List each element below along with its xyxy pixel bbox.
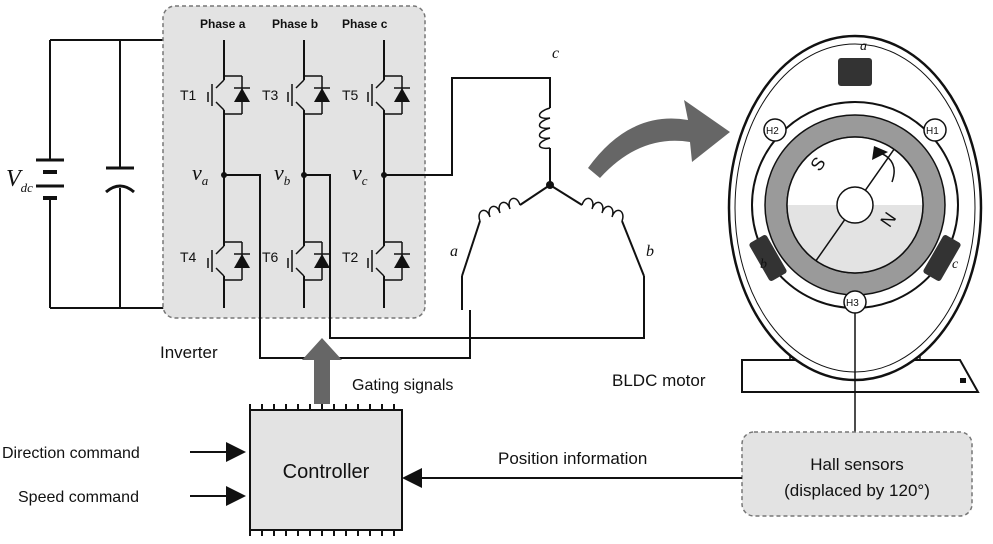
hall-sensors-box (741, 431, 973, 517)
switch-label-t1: T1 (180, 87, 197, 103)
hall-sensors-title: Hall sensors (810, 455, 904, 474)
curved-arrow-icon (588, 100, 730, 178)
node-label-vb: vb (274, 160, 291, 188)
bldc-motor (727, 34, 983, 393)
switch-label-t2: T2 (342, 249, 359, 265)
slot-label-a: a (860, 39, 867, 54)
node-label-va: va (192, 160, 209, 188)
phase-wiring (224, 77, 645, 359)
slot-label-b: b (760, 257, 767, 272)
hall-label-h2: H2 (766, 126, 779, 137)
winding-label-c: c (552, 45, 559, 62)
winding-label-b: b (646, 243, 654, 260)
gating-label: Gating signals (352, 377, 453, 394)
dc-link-capacitor (105, 166, 135, 194)
controller-box (249, 409, 403, 531)
switch-label-t6: T6 (262, 249, 279, 265)
speed-command-label: Speed command (18, 489, 139, 506)
direction-command-label: Direction command (2, 445, 140, 462)
inverter-panel (162, 5, 426, 319)
vdc-label: Vdc (6, 166, 33, 195)
slot-label-c: c (952, 257, 959, 272)
position-label: Position information (498, 449, 647, 468)
stator-winding-star (461, 95, 645, 277)
phase-a-label: Phase a (200, 17, 246, 31)
controller-label: Controller (283, 461, 370, 483)
dc-source-battery (36, 158, 64, 200)
hall-label-h1: H1 (926, 126, 939, 137)
hall-sensors-subtitle: (displaced by 120°) (784, 481, 930, 500)
inverter-label: Inverter (160, 343, 218, 362)
winding-label-a: a (450, 243, 458, 260)
switch-label-t5: T5 (342, 87, 359, 103)
phase-c-label: Phase c (342, 17, 388, 31)
hall-label-h3: H3 (846, 298, 859, 309)
phase-b-label: Phase b (272, 17, 318, 31)
gating-arrow-icon (302, 338, 342, 404)
switch-label-t3: T3 (262, 87, 279, 103)
node-label-vc: vc (352, 160, 368, 188)
switch-label-t4: T4 (180, 249, 197, 265)
motor-label: BLDC motor (612, 371, 706, 390)
